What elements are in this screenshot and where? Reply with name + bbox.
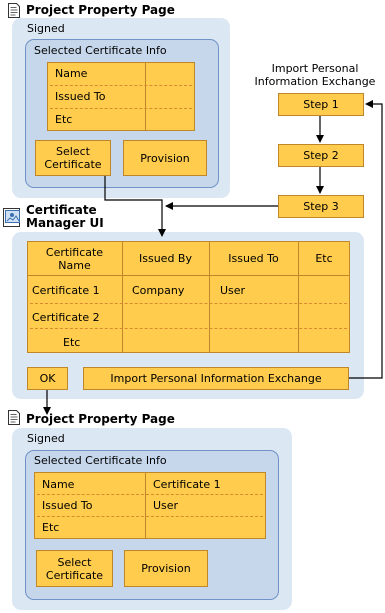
bottom-page-select-certificate-button[interactable]: Select Certificate — [36, 550, 113, 587]
certificate-manager-icon — [3, 206, 23, 231]
bottom-page-selected-info-label: Selected Certificate Info — [34, 454, 167, 467]
top-page-row-issued-to: Issued To — [55, 90, 106, 103]
table-cell-issued-by-company[interactable]: Company — [132, 284, 185, 297]
bottom-page-signed-label: Signed — [27, 432, 65, 445]
top-page-selected-info-label: Selected Certificate Info — [34, 44, 167, 57]
column-header-issued-by[interactable]: Issued By — [139, 252, 192, 265]
bottom-page-row-name: Name — [42, 478, 75, 491]
bottom-page-provision-button[interactable]: Provision — [124, 550, 208, 587]
top-page-select-certificate-button[interactable]: Select Certificate — [35, 140, 111, 176]
top-page-info-table — [47, 62, 195, 131]
bottom-page-row-issued-to: Issued To — [42, 499, 93, 512]
column-header-etc[interactable]: Etc — [315, 252, 333, 265]
top-page-title: Project Property Page — [26, 3, 175, 17]
import-step-2: Step 2 — [278, 144, 364, 167]
top-page-row-etc: Etc — [55, 113, 73, 126]
table-cell-etc[interactable]: Etc — [63, 336, 81, 349]
ok-button[interactable]: OK — [27, 367, 68, 390]
certificate-manager-title: Certificate Manager UI — [26, 203, 104, 230]
column-header-issued-to[interactable]: Issued To — [228, 252, 279, 265]
bottom-page-value-name: Certificate 1 — [153, 478, 221, 491]
import-step-1: Step 1 — [278, 93, 364, 116]
bottom-page-row-etc: Etc — [42, 521, 60, 534]
table-cell-issued-to-user[interactable]: User — [220, 284, 246, 297]
import-steps-title: Import Personal Information Exchange — [254, 62, 376, 88]
top-page-row-name: Name — [55, 67, 88, 80]
bottom-page-title: Project Property Page — [26, 412, 175, 426]
table-cell-certificate-2[interactable]: Certificate 2 — [32, 311, 100, 324]
bottom-page-document-icon — [8, 410, 20, 428]
top-page-provision-button[interactable]: Provision — [123, 140, 207, 176]
bottom-page-value-issued-to: User — [153, 499, 179, 512]
table-cell-certificate-1[interactable]: Certificate 1 — [32, 284, 100, 297]
top-page-signed-label: Signed — [27, 22, 65, 35]
import-personal-information-exchange-button[interactable]: Import Personal Information Exchange — [83, 367, 349, 390]
certificate-table — [27, 241, 350, 353]
bottom-page-info-table — [34, 472, 266, 539]
column-header-certificate-name[interactable]: Certificate Name — [45, 245, 104, 272]
top-page-document-icon — [8, 3, 20, 21]
import-step-3: Step 3 — [278, 195, 364, 218]
